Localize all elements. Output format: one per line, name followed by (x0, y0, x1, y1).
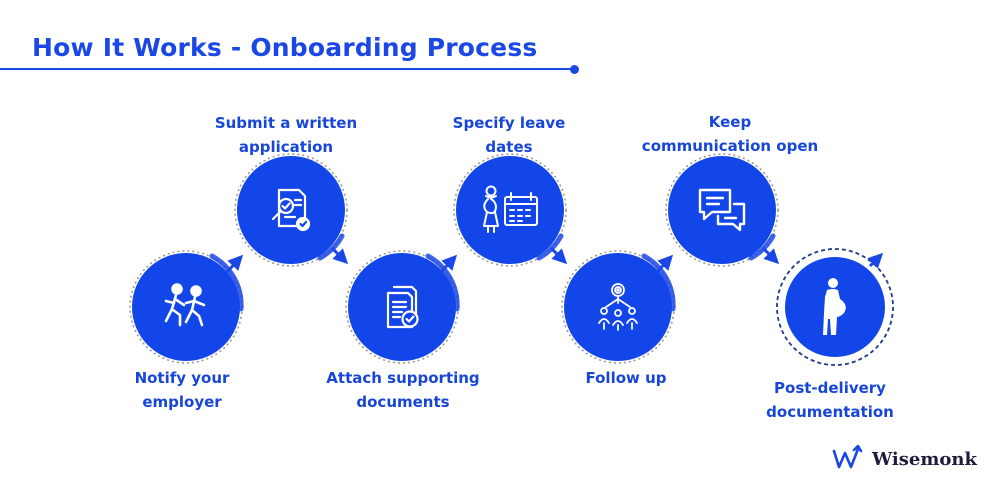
step-7-label: Post-delivery documentation (766, 379, 894, 421)
title-underline-dot (570, 64, 579, 74)
step-2-ring (234, 153, 348, 267)
brand-name: Wisemonk (872, 448, 977, 470)
chat-bubbles-icon (694, 184, 750, 236)
arc-1 (209, 253, 244, 312)
step-5-circle (564, 253, 672, 361)
arc-3 (425, 253, 460, 312)
document-search-icon (265, 184, 317, 236)
arrow-up-1 (225, 254, 244, 274)
step-4-circle (456, 156, 564, 264)
page-title: How It Works - Onboarding Process (32, 33, 538, 62)
pregnant-woman-calendar-icon (477, 182, 543, 238)
arrow-down-3 (761, 246, 780, 265)
step-1-label: Notify your employer (134, 369, 230, 411)
step-7-ring (776, 248, 894, 366)
arrow-up-2 (439, 254, 458, 274)
step-3-circle (348, 253, 456, 361)
arrow-up-4 (867, 252, 884, 269)
arrow-down-1 (330, 246, 349, 265)
documents-check-icon (376, 281, 428, 333)
step-2-circle (237, 156, 345, 264)
arrow-up-3 (655, 254, 674, 274)
step-5-label: Follow up (585, 369, 667, 387)
step-7-circle (785, 257, 885, 357)
step-6-label: Keep communication open (641, 113, 819, 155)
step-6-ring (665, 153, 779, 267)
step-4-ring (453, 153, 567, 267)
arc-5 (641, 253, 676, 312)
target-team-icon (590, 281, 646, 333)
step-1-circle (132, 253, 240, 361)
pregnant-woman-icon (815, 275, 855, 339)
step-4-label: Specify leave dates (452, 114, 566, 156)
brand-logo: Wisemonk (832, 443, 977, 475)
step-3-label: Attach supporting documents (326, 369, 480, 411)
step-2-label: Submit a written application (214, 114, 358, 156)
step-6-circle (668, 156, 776, 264)
title-underline (0, 68, 574, 70)
arrow-down-2 (549, 246, 568, 265)
people-walking-icon (158, 279, 214, 335)
wisemonk-logo-icon (832, 443, 868, 475)
